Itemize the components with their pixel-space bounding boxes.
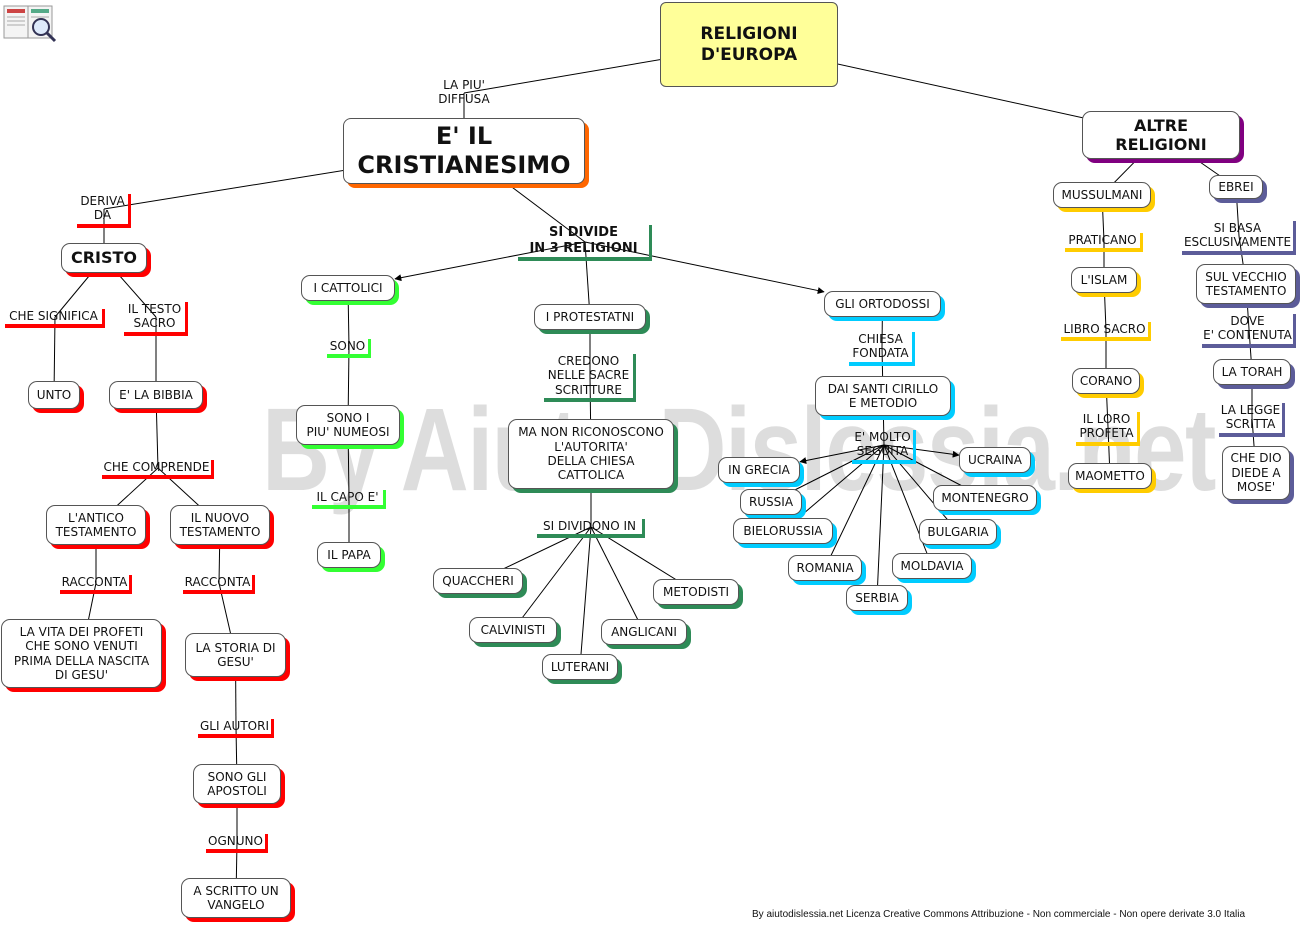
node-antico-testamento: L'ANTICO TESTAMENTO (46, 505, 146, 545)
node-montenegro: MONTENEGRO (933, 485, 1037, 511)
connector-label-molto-seguita-to-node-serbia (876, 444, 885, 599)
node-mussulmani: MUSSULMANI (1053, 182, 1151, 208)
label-molto-seguita: E' MOLTO SEGUITA (852, 430, 916, 464)
node-bibbia: E' LA BIBBIA (109, 381, 203, 409)
connector-label-si-divide-to-node-cattolici (394, 241, 586, 282)
label-ognuno: OGNUNO (206, 834, 268, 854)
node-unto: UNTO (28, 381, 80, 409)
node-maometto: MAOMETTO (1068, 463, 1152, 489)
node-ortodossi: GLI ORTODOSSI (824, 291, 941, 317)
label-praticano: PRATICANO (1065, 233, 1143, 253)
label-dove: DOVE E' CONTENUTA (1202, 314, 1296, 348)
node-vangelo: A SCRITTO UN VANGELO (181, 878, 291, 918)
node-luterani: LUTERANI (542, 654, 618, 680)
node-bielorussia: BIELORUSSIA (733, 518, 833, 544)
label-capo: IL CAPO E' (312, 490, 386, 510)
node-cattolici: I CATTOLICI (301, 275, 395, 301)
node-altre-religioni: ALTRE RELIGIONI (1082, 111, 1240, 159)
node-vecchio-testamento: SUL VECCHIO TESTAMENTO (1196, 264, 1296, 304)
node-metodisti: METODISTI (653, 579, 739, 605)
label-si-basa: SI BASA ESCLUSIVAMENTE (1182, 221, 1296, 255)
node-russia: RUSSIA (740, 489, 802, 515)
connector-label-si-divide-to-node-ortodossi (584, 241, 825, 294)
label-credono: CREDONO NELLE SACRE SCRITTURE (544, 354, 636, 403)
label-deriva-da: DERIVA DA (77, 194, 131, 228)
node-mose: CHE DIO DIEDE A MOSE' (1222, 446, 1290, 500)
label-testo-sacro: IL TESTO SACRO (124, 302, 188, 336)
connector-label-si-dividono-to-node-anglicani (590, 526, 645, 633)
node-romania: ROMANIA (788, 555, 862, 581)
label-che-comprende: CHE COMPRENDE (102, 460, 214, 480)
label-racconta-antico: RACCONTA (60, 575, 132, 595)
node-apostoli: SONO GLI APOSTOLI (193, 764, 281, 804)
connector-label-molto-seguita-to-node-bielorussia (782, 444, 885, 532)
root-node: RELIGIONI D'EUROPA (660, 2, 838, 87)
node-ucraina: UCRAINA (959, 447, 1031, 473)
node-islam: L'ISLAM (1071, 267, 1137, 293)
label-si-divide: SI DIVIDE IN 3 RELIGIONI (518, 225, 652, 262)
node-serbia: SERBIA (846, 585, 908, 611)
connector-label-molto-seguita-to-node-romania (824, 444, 885, 569)
node-quaccheri: QUACCHERI (433, 568, 523, 594)
label-chiesa-fondata: CHIESA FONDATA (849, 332, 915, 366)
node-autorita: MA NON RICONOSCONO L'AUTORITA' DELLA CHI… (508, 419, 674, 489)
node-anglicani: ANGLICANI (601, 619, 687, 645)
node-ebrei: EBREI (1209, 175, 1263, 199)
connector-label-molto-seguita-to-node-grecia (799, 444, 885, 464)
label-loro-profeta: IL LORO PROFETA (1076, 412, 1140, 446)
node-protestanti: I PROTESTATNI (534, 304, 646, 330)
node-santi: DAI SANTI CIRILLO E METODIO (815, 376, 951, 416)
connector-label-si-dividono-to-node-calvinisti (512, 526, 592, 631)
label-che-significa: CHE SIGNIFICA (5, 309, 105, 329)
node-bulgaria: BULGARIA (919, 519, 997, 545)
connector-label-molto-seguita-to-node-bulgaria (883, 444, 959, 533)
node-cristo: CRISTO (61, 243, 147, 273)
connector-label-molto-seguita-to-node-ucraina (883, 444, 960, 458)
node-vita-profeti: LA VITA DEI PROFETI CHE SONO VENUTI PRIM… (1, 619, 162, 688)
node-piu-numerosi: SONO I PIU' NUMEOSI (296, 405, 400, 445)
connector-label-molto-seguita-to-node-moldavia (883, 444, 933, 567)
connector-label-si-dividono-to-node-luterani (579, 526, 592, 668)
node-grecia: IN GRECIA (718, 457, 800, 483)
node-cristianesimo: E' IL CRISTIANESIMO (343, 118, 585, 184)
node-moldavia: MOLDAVIA (892, 553, 972, 579)
node-nuovo-testamento: IL NUOVO TESTAMENTO (170, 505, 270, 545)
book-magnifier-icon (3, 5, 57, 43)
label-racconta-nuovo: RACCONTA (183, 575, 255, 595)
label-gli-autori: GLI AUTORI (198, 719, 274, 739)
label-piu-diffusa: LA PIU' DIFFUSA (438, 78, 490, 107)
node-papa: IL PAPA (317, 542, 381, 568)
label-si-dividono: SI DIVIDONO IN (537, 519, 645, 539)
node-storia-gesu: LA STORIA DI GESU' (185, 633, 286, 677)
label-libro-sacro: LIBRO SACRO (1061, 322, 1151, 342)
node-corano: CORANO (1072, 368, 1140, 394)
node-calvinisti: CALVINISTI (469, 617, 557, 643)
label-legge-scritta: LA LEGGE SCRITTA (1219, 403, 1285, 437)
label-sono: SONO (327, 339, 371, 359)
node-torah: LA TORAH (1213, 359, 1291, 385)
license-footer: By aiutodislessia.net Licenza Creative C… (752, 909, 1246, 920)
